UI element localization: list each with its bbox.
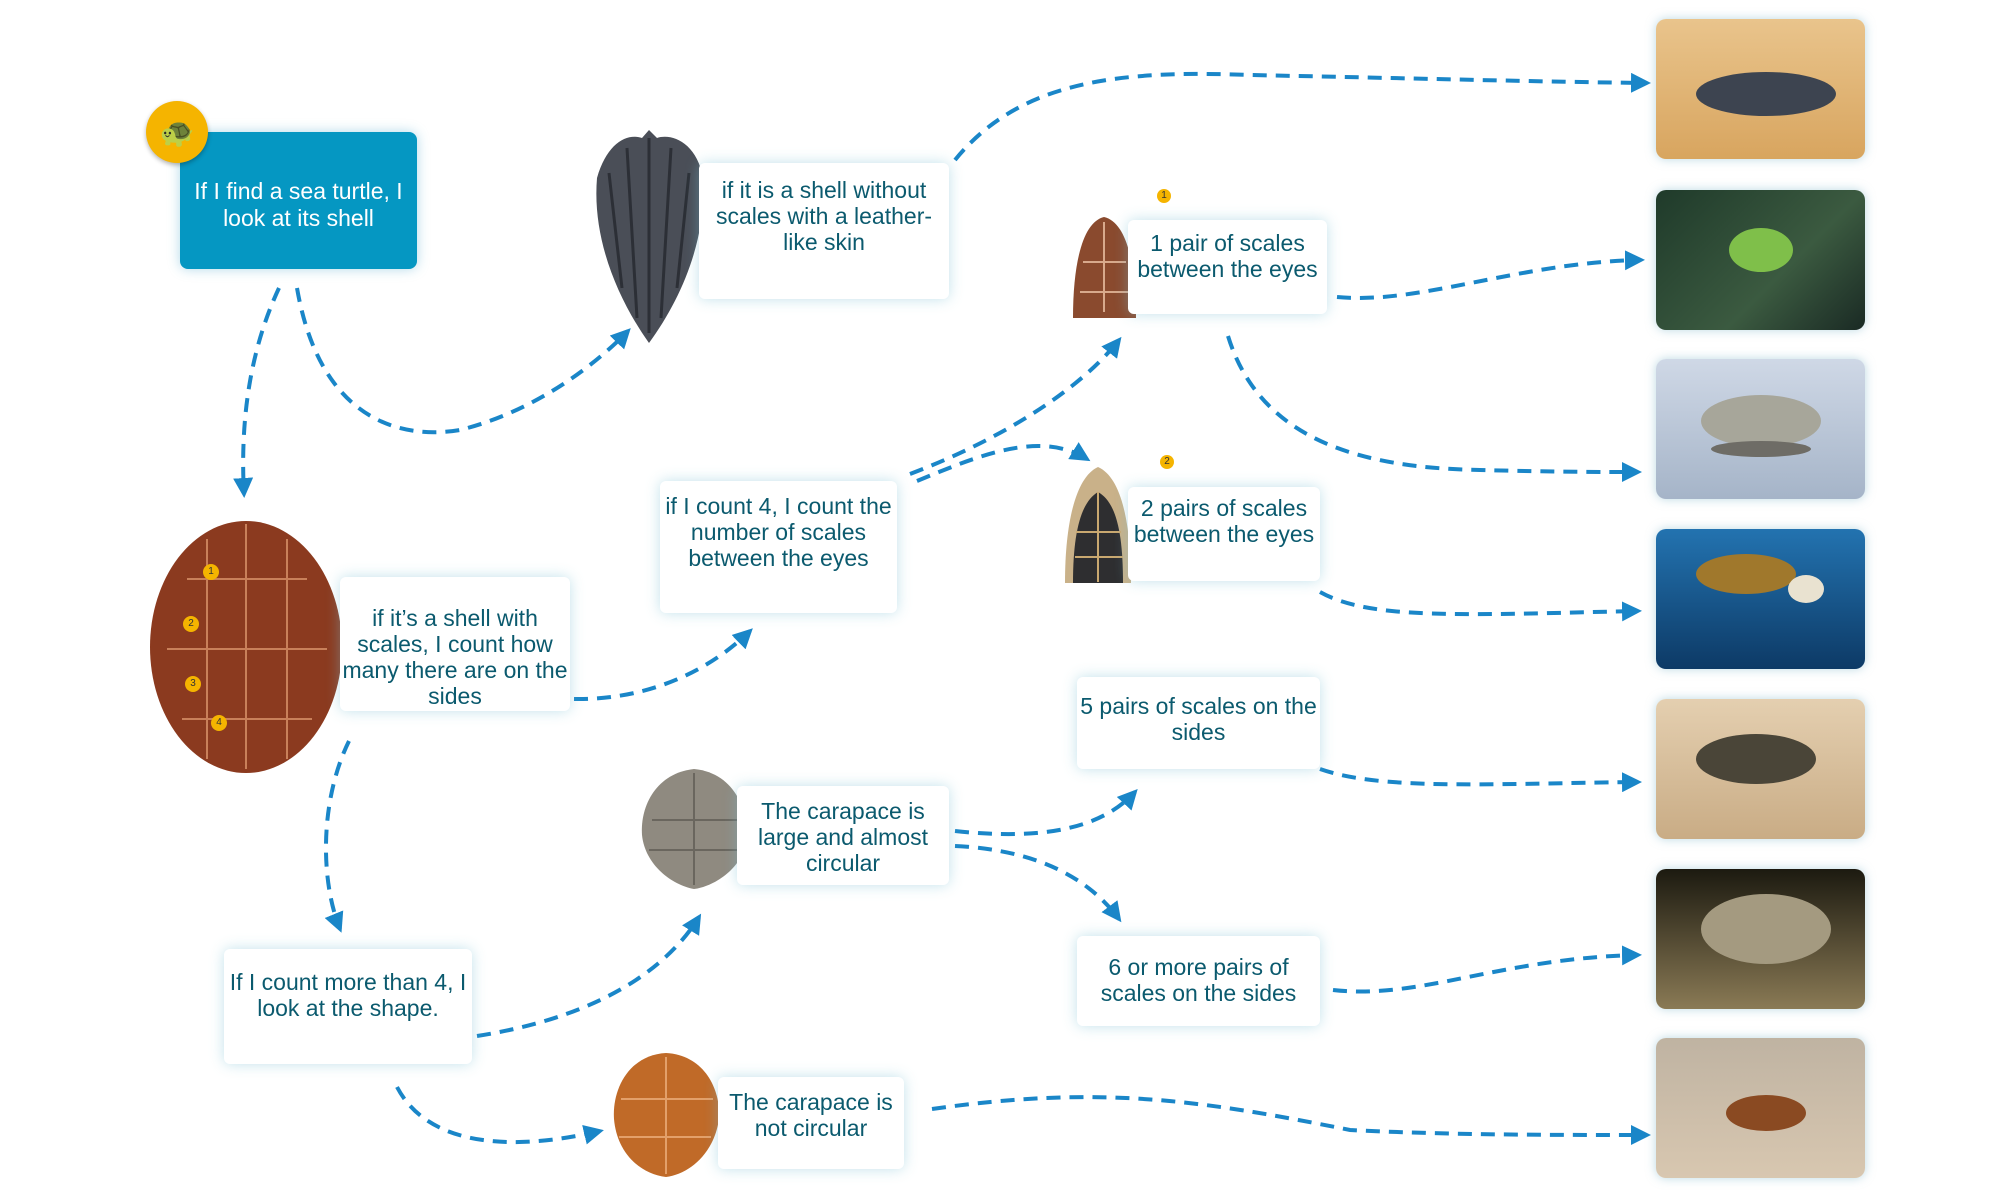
photo-leatherback — [1656, 19, 1865, 159]
arrow-circular-to-five — [954, 789, 1138, 837]
arrow-scales-to-more4 — [323, 740, 351, 933]
arrow-notcircular-to-photo7 — [931, 1095, 1651, 1145]
badge-pair-2: 2 — [1160, 455, 1174, 469]
leather-box: if it is a shell without scales with a l… — [699, 163, 949, 299]
badge-pair-1: 1 — [1157, 189, 1171, 203]
badge-2: 2 — [183, 616, 199, 632]
arrow-pair2-to-photo4 — [1319, 590, 1642, 622]
photo-loggerhead — [1656, 1038, 1865, 1178]
head-one-pair-image — [1073, 217, 1136, 318]
start-text: If I find a sea turtle, I look at its sh… — [194, 178, 403, 231]
arrow-more4-to-notcircular — [395, 1086, 604, 1145]
arrow-six-to-photo6 — [1332, 945, 1642, 994]
start-box: If I find a sea turtle, I look at its sh… — [180, 132, 417, 269]
photo-hawksbill — [1656, 529, 1865, 669]
count4-box: if I count 4, I count the number of scal… — [660, 481, 897, 613]
badge-1: 1 — [203, 564, 219, 580]
circular-shell-image — [641, 769, 748, 889]
arrow-pair1-to-photo2 — [1336, 250, 1645, 300]
leatherback-shell-image — [596, 130, 704, 343]
photo-kemps-ridley — [1656, 869, 1865, 1009]
photo-olive-ridley — [1656, 699, 1865, 839]
turtle-icon: 🐢 — [146, 101, 208, 163]
arrow-circular-to-six — [954, 844, 1122, 923]
badge-3: 3 — [185, 676, 201, 692]
scales-box: if it’s a shell with scales, I count how… — [340, 577, 570, 711]
pair1-box: 1 pair of scales between the eyes — [1128, 220, 1327, 314]
five-box: 5 pairs of scales on the sides — [1077, 677, 1320, 769]
hard-shell-image — [150, 521, 342, 773]
arrow-start-to-leather — [295, 287, 631, 435]
badge-4: 4 — [211, 715, 227, 731]
arrow-count4-to-pair2 — [916, 442, 1091, 483]
photo-flatback — [1656, 359, 1865, 499]
arrow-scales-to-count4 — [573, 628, 753, 702]
photo-green-turtle — [1656, 190, 1865, 330]
arrow-count4-to-pair1 — [909, 336, 1122, 476]
pair2-box: 2 pairs of scales between the eyes — [1128, 487, 1320, 581]
head-two-pairs-image — [1065, 467, 1131, 583]
circular-box: The carapace is large and almost circula… — [737, 786, 949, 885]
noncircular-shell-image — [613, 1053, 720, 1177]
arrow-pair1-to-photo3 — [1226, 335, 1642, 482]
notcircular-box: The carapace is not circular — [718, 1077, 904, 1169]
more4-box: If I count more than 4, I look at the sh… — [224, 949, 472, 1064]
arrow-five-to-photo5 — [1319, 767, 1642, 793]
arrow-start-to-scales — [233, 287, 281, 498]
arrow-more4-to-circular — [476, 913, 702, 1038]
six-box: 6 or more pairs of scales on the sides — [1077, 936, 1320, 1026]
arrow-leather-to-photo1 — [953, 71, 1651, 162]
